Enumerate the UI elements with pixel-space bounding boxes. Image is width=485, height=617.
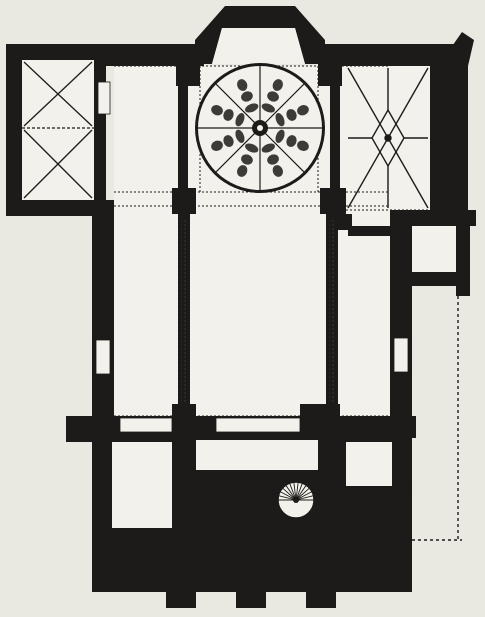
medallion-motif	[241, 154, 253, 165]
right-chapel-vault	[347, 67, 429, 209]
tower-vestibule	[196, 440, 318, 470]
right-annex-top-wall	[384, 210, 476, 226]
right-annex-floor	[412, 226, 456, 272]
medallion-motif	[235, 113, 245, 127]
stair-step	[289, 483, 297, 501]
medallion-spoke	[215, 83, 261, 129]
medallion-motif	[261, 103, 275, 113]
right-corner-buttress	[448, 32, 474, 66]
medallion-motif	[237, 79, 248, 91]
stair-step	[295, 491, 313, 501]
stair-step	[295, 484, 307, 501]
medallion-motif	[272, 79, 283, 91]
left-window	[95, 339, 111, 375]
medallion-motif	[267, 154, 279, 165]
apse-wall	[195, 6, 325, 64]
medallion-spoke	[259, 127, 305, 173]
right-annex-outline	[340, 296, 462, 541]
top-wall-right	[318, 44, 448, 66]
buttress-1	[166, 586, 196, 608]
pier-se	[300, 404, 340, 434]
south-opening-mid	[215, 417, 301, 433]
pier-ne	[318, 64, 342, 86]
medallion-motif	[297, 140, 309, 151]
medallion-motif	[235, 129, 245, 143]
medallion-motif	[272, 165, 283, 177]
left-chapel-floor	[22, 60, 94, 200]
medallion-motif	[286, 109, 297, 121]
medallion-motif	[241, 91, 253, 102]
stair-step	[278, 495, 297, 501]
medallion-center-dot	[257, 125, 263, 131]
medallion-motif	[267, 91, 279, 102]
spiral-stair	[277, 481, 315, 519]
colonnade-left	[178, 214, 190, 406]
right-window	[393, 337, 409, 373]
left-lower-spur	[66, 416, 92, 442]
stair-step	[295, 487, 310, 501]
pier-mw	[172, 188, 196, 214]
floor-medallion	[195, 63, 325, 193]
medallion-motif	[275, 129, 285, 143]
left-chapel-vault	[22, 61, 94, 199]
pier-sw	[172, 404, 196, 434]
medallion-spoke	[215, 127, 261, 173]
medallion-motif	[286, 135, 297, 147]
medallion-motif	[245, 103, 259, 113]
right-chapel-buttress	[448, 60, 468, 236]
medallion-spoke	[259, 83, 305, 129]
top-wall-left	[92, 44, 204, 66]
stair-step	[285, 484, 297, 501]
apse-floor	[212, 28, 305, 64]
medallion-motif	[261, 143, 275, 153]
medallion-motif	[245, 143, 259, 153]
pier-nw	[176, 64, 200, 86]
stair-step	[295, 495, 314, 501]
stair-step	[282, 487, 297, 501]
left-chapel-door	[97, 81, 111, 115]
medallion-motif	[223, 109, 234, 121]
medallion-motif	[237, 165, 248, 177]
medallion-motif	[223, 135, 234, 147]
south-opening-left	[119, 417, 173, 433]
tower-room-right	[346, 442, 392, 486]
piers	[172, 64, 390, 434]
stair-step	[279, 491, 297, 501]
buttress-3	[306, 586, 336, 608]
medallion-motif	[275, 113, 285, 127]
colonnade-right	[326, 214, 338, 406]
buttress-2	[236, 586, 266, 608]
stair-step	[295, 483, 303, 501]
medallion-motif	[211, 140, 223, 151]
tower-room-left	[112, 442, 172, 528]
left-nave-wall	[92, 200, 114, 428]
right-annex-mid-wall	[412, 272, 462, 286]
pier-me	[320, 188, 346, 214]
wall-openings	[95, 81, 409, 433]
medallion-motif	[211, 105, 223, 116]
medallion-motif	[297, 105, 309, 116]
stair-newel	[293, 497, 299, 503]
